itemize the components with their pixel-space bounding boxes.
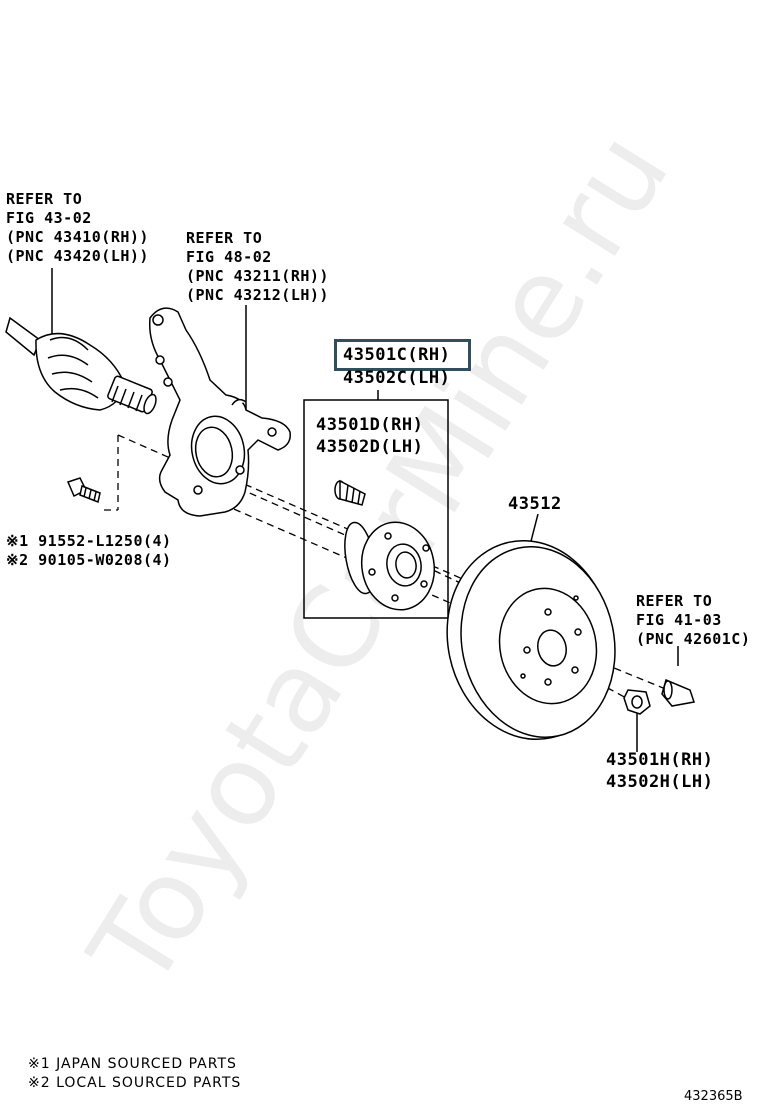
drive-shaft-drawing	[5, 316, 157, 415]
knuckle-drawing	[148, 307, 291, 517]
hub-nut-lh-label[interactable]: 43502H(LH)	[606, 772, 714, 792]
wheel-nut-drawing	[661, 678, 695, 707]
callout-line: FIG 48-02	[186, 248, 272, 266]
highlight-box	[334, 339, 471, 371]
hub-nut-callout: 43501H(RH) 43502H(LH)	[606, 749, 713, 793]
drive-shaft-callout: REFER TO FIG 43-02 (PNC 43410(RH)) (PNC …	[6, 190, 149, 266]
footnote-japan: ※1 JAPAN SOURCED PARTS	[28, 1056, 237, 1072]
callout-line: FIG 41-03	[636, 611, 722, 629]
bolt-2-label[interactable]: ※2 90105-W0208(4)	[6, 551, 172, 569]
footnotes: ※1 JAPAN SOURCED PARTS ※2 LOCAL SOURCED …	[28, 1055, 241, 1093]
hub-bearing-rh-label[interactable]: 43501C(RH)	[343, 345, 451, 365]
knuckle-callout: REFER TO FIG 48-02 (PNC 43211(RH)) (PNC …	[186, 229, 329, 305]
bolt-1-label[interactable]: ※1 91552-L1250(4)	[6, 532, 172, 550]
callout-line: (PNC 43420(LH))	[6, 247, 149, 265]
hub-bearing-lh-label[interactable]: 43502C(LH)	[343, 368, 451, 388]
hub-bearing-drawing	[344, 521, 436, 611]
hub-assembly-bracket	[303, 399, 449, 619]
callout-line: REFER TO	[636, 592, 713, 610]
callout-line: (PNC 42601C)	[636, 630, 751, 648]
callout-line: (PNC 43211(RH))	[186, 267, 329, 285]
callout-line: REFER TO	[186, 229, 263, 247]
wheel-nut-callout: REFER TO FIG 41-03 (PNC 42601C)	[636, 592, 750, 649]
brake-disc-drawing	[446, 539, 616, 741]
hub-bolt-drawing	[334, 479, 366, 506]
hub-bolt-callout: 43501D(RH) 43502D(LH)	[316, 414, 423, 458]
callout-line: REFER TO	[6, 190, 83, 208]
knuckle-bolt-drawing	[66, 477, 101, 504]
callout-line: (PNC 43410(RH))	[6, 228, 149, 246]
footnote-local: ※2 LOCAL SOURCED PARTS	[28, 1075, 242, 1091]
hub-bolt-rh-label[interactable]: 43501D(RH)	[316, 415, 424, 435]
hub-nut-drawing	[623, 689, 651, 715]
hub-nut-rh-label[interactable]: 43501H(RH)	[606, 750, 714, 770]
disc-label[interactable]: 43512	[508, 494, 562, 514]
hub-bolt-lh-label[interactable]: 43502D(LH)	[316, 437, 424, 457]
bolt-callout: ※1 91552-L1250(4) ※2 90105-W0208(4)	[6, 532, 172, 570]
figure-id: 432365B	[684, 1089, 743, 1104]
callout-line: FIG 43-02	[6, 209, 92, 227]
callout-line: (PNC 43212(LH))	[186, 286, 329, 304]
